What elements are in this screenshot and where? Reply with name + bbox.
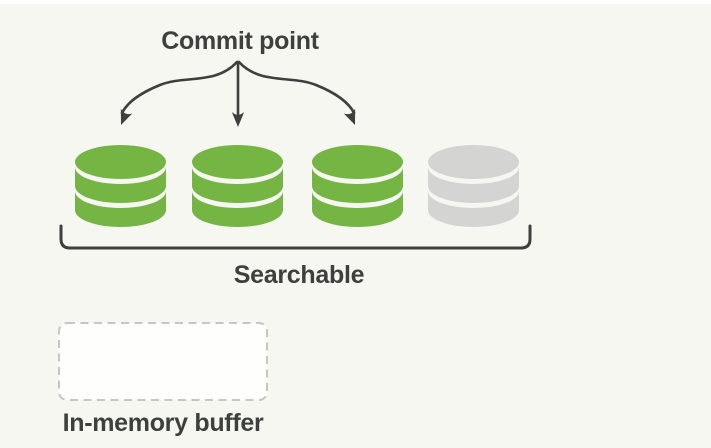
page-edge-strip xyxy=(0,0,711,4)
segment-1-database-icon xyxy=(75,145,166,227)
arrow-to-segment-1 xyxy=(120,60,239,115)
commit-point-label: Commit point xyxy=(161,27,319,55)
in-memory-buffer-box xyxy=(58,322,268,401)
arrowhead-icon xyxy=(343,108,356,125)
arrowhead-icon xyxy=(120,108,133,125)
in-memory-buffer-label: In-memory buffer xyxy=(62,409,264,437)
arrowheads xyxy=(120,108,356,127)
arrowhead-icon xyxy=(231,112,245,127)
searchable-bracket xyxy=(59,224,532,250)
segment-2-database-icon xyxy=(192,145,283,227)
segment-3-database-icon xyxy=(312,145,403,227)
commit-point-arrows xyxy=(120,60,356,116)
searchable-label: Searchable xyxy=(233,261,365,289)
arrow-to-segment-3 xyxy=(237,60,356,115)
segment-4-database-icon xyxy=(428,145,519,227)
